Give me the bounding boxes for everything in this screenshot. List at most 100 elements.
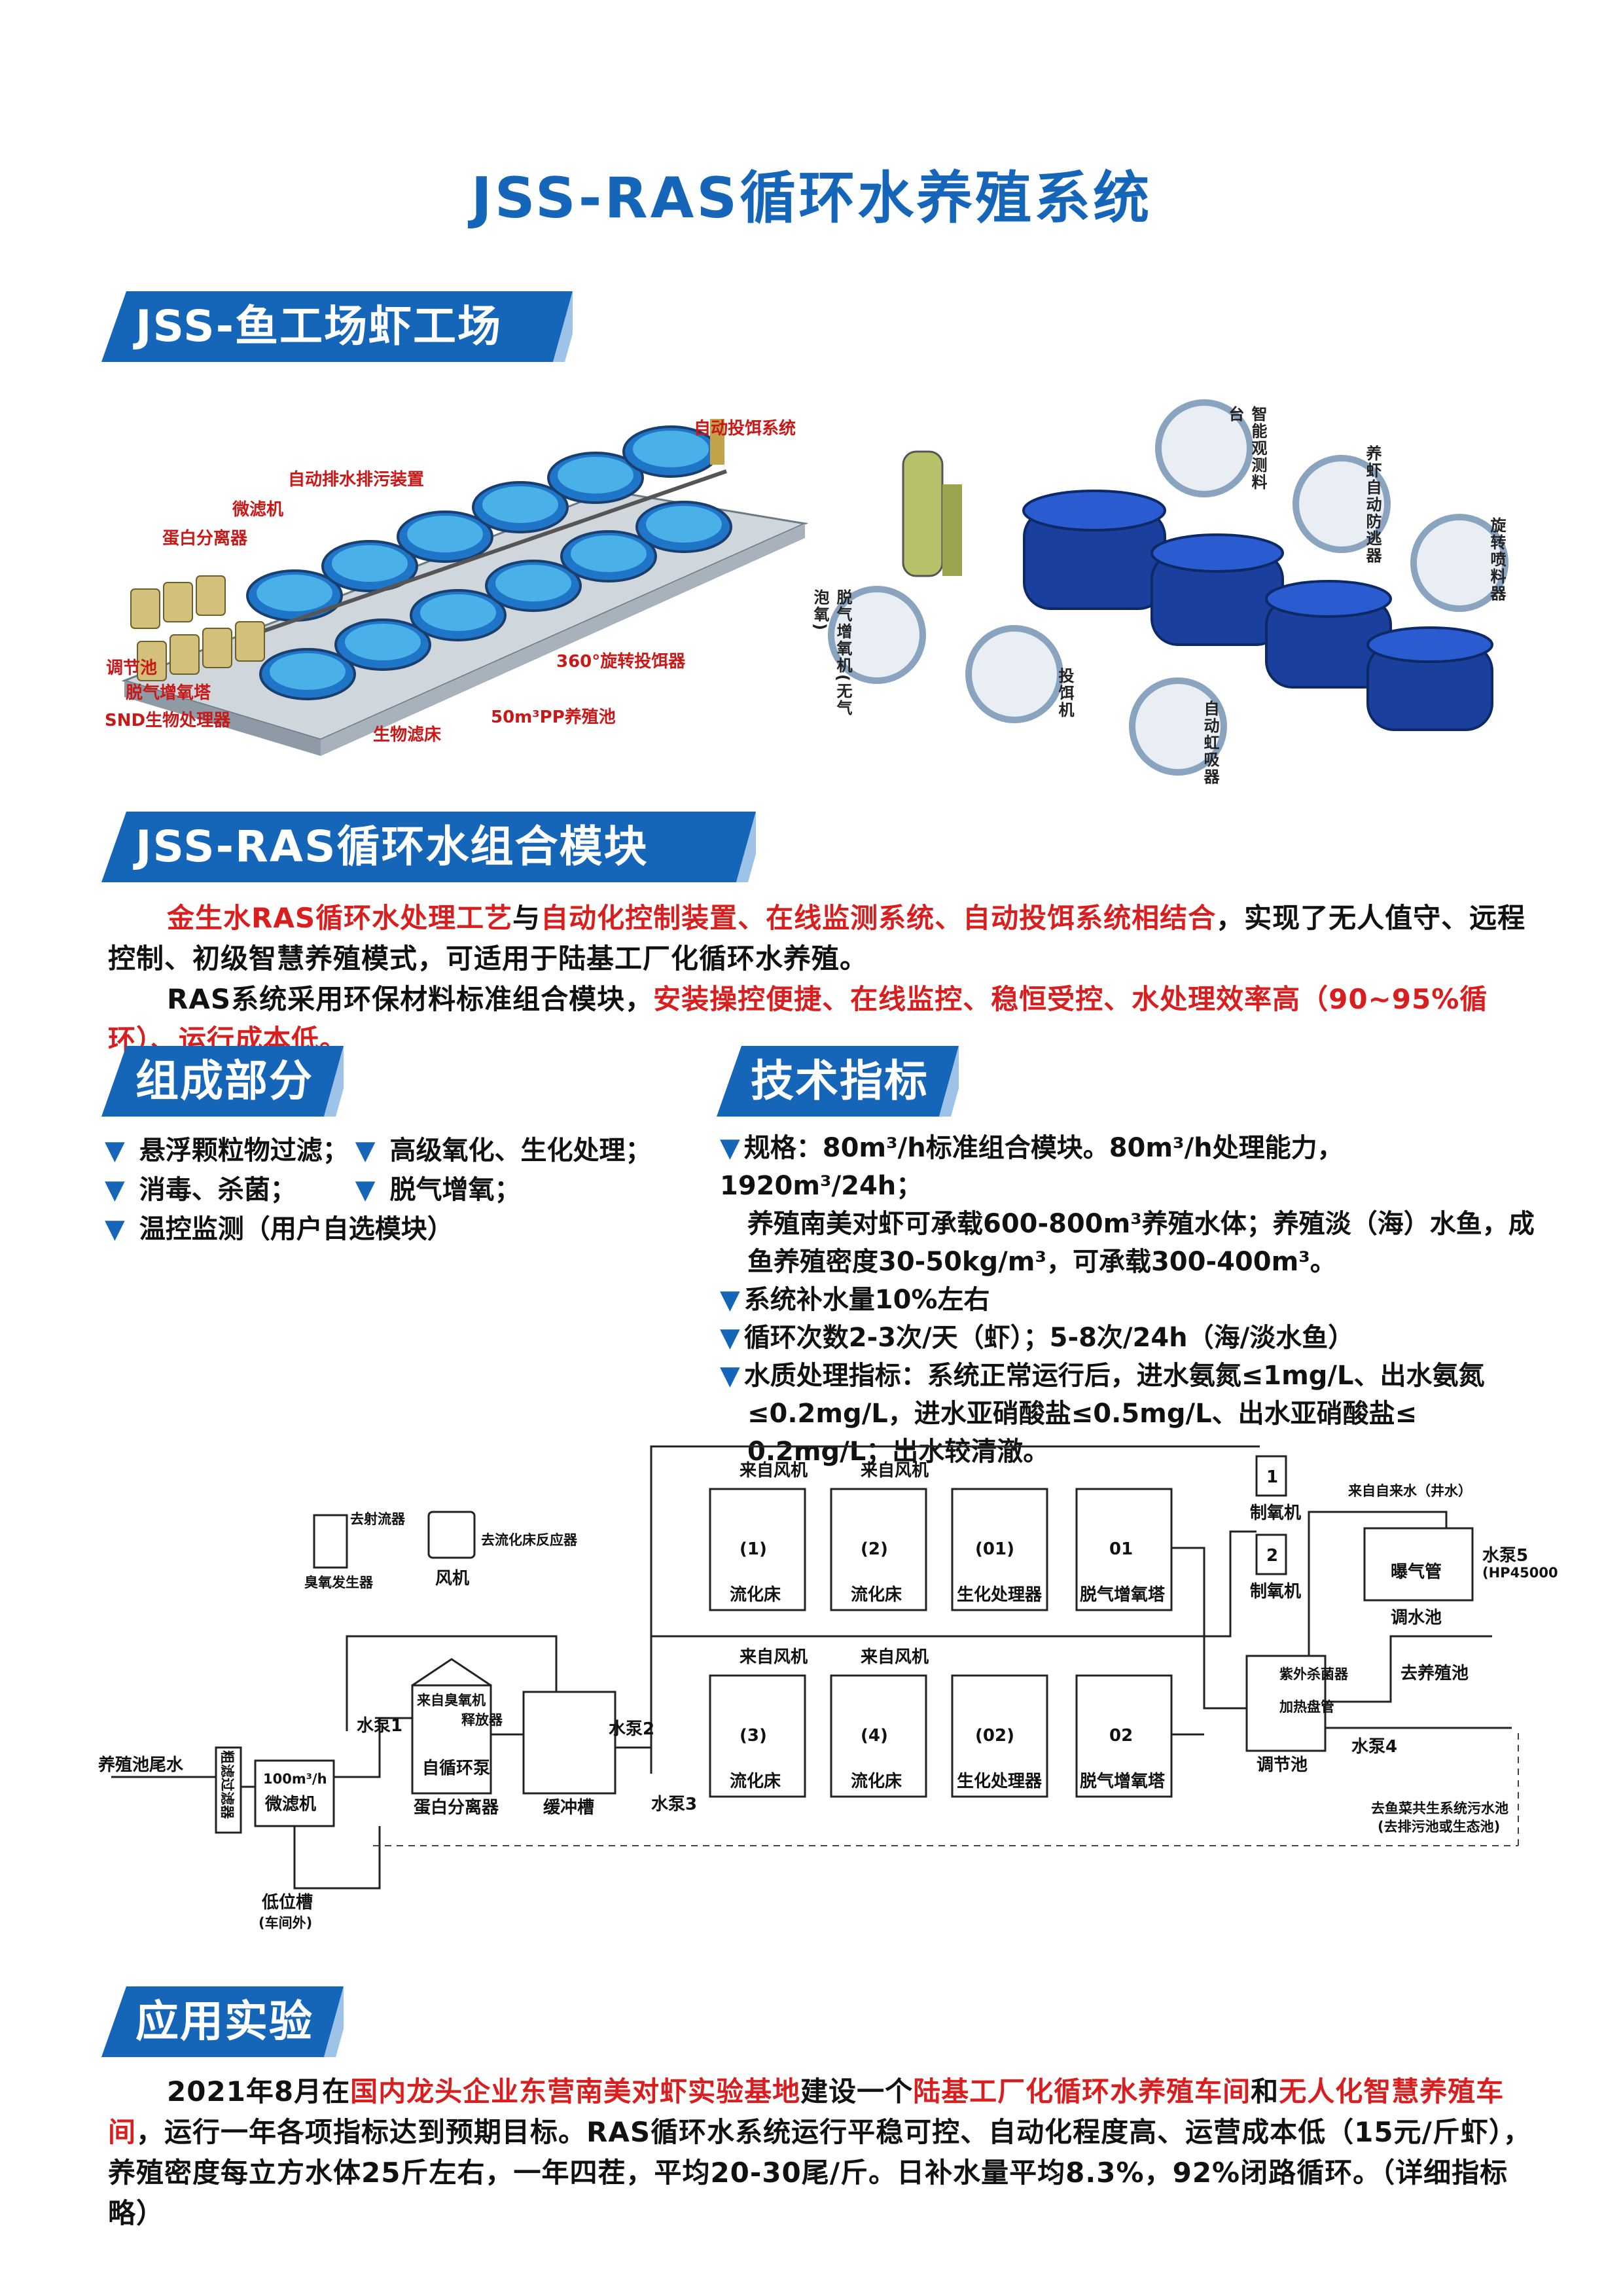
list-item: ▼消毒、杀菌；▼脱气增氧；: [105, 1175, 521, 1205]
label-bio-bed: 生物滤床: [373, 725, 442, 745]
label-n1: 1: [1266, 1467, 1278, 1487]
intro-paragraph-1: 金生水RAS循环水处理工艺与自动化控制装置、在线监测系统、自动投饵系统相结合，实…: [108, 898, 1535, 979]
list-item: ▼悬浮颗粒物过滤；▼高级氧化、生化处理；: [105, 1136, 652, 1166]
app-text: 2021年8月在: [167, 2075, 351, 2108]
label-snd: SND生物处理器: [105, 711, 231, 730]
section-title: JSS-鱼工场虾工场: [135, 301, 503, 351]
banner-shape: [101, 1986, 344, 2057]
label-pump3: 水泵3: [651, 1795, 697, 1814]
list-item: ▼温控监测（用户自选模块）: [105, 1214, 454, 1244]
label-pump2: 水泵2: [609, 1719, 654, 1739]
label-uv: 紫外杀菌器: [1279, 1666, 1349, 1682]
farm-graphic: [121, 419, 809, 756]
app-text: ，运行一年各项指标达到预期目标。RAS循环水系统运行平稳可控、自动化程度高、运营…: [108, 2116, 1531, 2229]
box-prefilter: [215, 1746, 242, 1834]
label-pump4: 水泵4: [1351, 1737, 1397, 1757]
box-degas-02: [1075, 1674, 1173, 1798]
label-box: (1): [740, 1539, 767, 1559]
intro-text: ，实现了无人值守、远程控制、初级智慧养殖模式，可适用于陆基工厂化循环水养殖。: [108, 902, 1526, 975]
label-feeding-system: 自动投饵系统: [694, 419, 796, 439]
label-from-fan: 来自风机: [740, 1647, 808, 1667]
module-illustration: 脱气增氧机(无气泡氧) 投饵机 智能观测料台 养虾自动防逃器 旋转喷料器 自动虹…: [785, 393, 1525, 798]
label-from-fan: 来自风机: [861, 1460, 929, 1480]
label-o2-gen: 制氧机: [1250, 1503, 1301, 1523]
box-buffer: [522, 1691, 616, 1795]
box-fan: [427, 1511, 476, 1559]
app-highlight: 无人化智慧养殖车间: [108, 2075, 1505, 2148]
label-box: 01: [1109, 1539, 1133, 1559]
label-pool: 50m³PP养殖池: [491, 708, 616, 727]
label-bio-proc: 生化处理器: [957, 1772, 1043, 1791]
banner-shape: [101, 291, 573, 362]
banner-shape: [101, 1046, 344, 1117]
label-from-fan: 来自风机: [861, 1647, 929, 1667]
label-o2-gen: 制氧机: [1250, 1582, 1301, 1602]
fish-farm-illustration: 自动投饵系统 自动排水排污装置 微滤机 蛋白分离器 调节池 脱气增氧塔 SND生…: [98, 399, 825, 772]
label-fluid-bed: 流化床: [730, 1585, 781, 1605]
label-bio-proc: 生化处理器: [957, 1585, 1043, 1605]
box-reg-pool: [1363, 1527, 1474, 1602]
banner-shape: [717, 1046, 959, 1117]
app-text: 和: [1251, 2075, 1279, 2108]
app-highlight: 陆基工厂化循环水养殖车间: [913, 2075, 1251, 2108]
box-bio-01: [951, 1488, 1048, 1611]
label-spray: 旋转喷料器: [1488, 517, 1506, 602]
list-item: 0.2mg/L；出水较清澈。: [747, 1437, 1050, 1467]
section-title: 应用实验: [135, 1996, 313, 2047]
process-flow-diagram: 来自风机 来自风机 来自风机 来自风机 (1) (2) (01) 01 (3) …: [98, 1445, 1558, 1931]
label-ozone-in: 来自臭氧机: [417, 1693, 486, 1708]
box-microfilter: [254, 1759, 335, 1827]
label-to-pool: 去养殖池: [1400, 1663, 1469, 1683]
list-item: 鱼养殖密度30-50kg/m³，可承载300-400m³。: [747, 1247, 1336, 1277]
label-ozone-out: 去射流器: [350, 1511, 406, 1527]
section-title: 组成部分: [135, 1056, 313, 1106]
box-fluid-bed-3: [709, 1674, 806, 1798]
label-escape: 养虾自动防逃器: [1363, 445, 1382, 564]
section-title: 技术指标: [751, 1056, 929, 1106]
protein-top: [412, 1658, 491, 1687]
section-title: JSS-RAS循环水组合模块: [135, 821, 649, 872]
label-box: (3): [740, 1726, 767, 1746]
label-micro-cap: 100m³/h: [263, 1771, 327, 1787]
label-microfilter: 微滤机: [232, 500, 284, 520]
label-ozone-gen: 臭氧发生器: [304, 1575, 374, 1590]
label-fluid-bed: 流化床: [851, 1585, 902, 1605]
label-protein: 蛋白分离器: [414, 1797, 499, 1818]
label-protein: 蛋白分离器: [162, 529, 248, 548]
label-fan: 风机: [435, 1569, 469, 1588]
section-banner-application: 应用实验: [101, 1986, 344, 2057]
box-fluid-bed-2: [830, 1488, 927, 1611]
app-highlight: 国内龙头企业东营南美对虾实验基地: [350, 2075, 801, 2108]
label-micro: 微滤机: [264, 1794, 316, 1814]
label-release: 释放器: [461, 1712, 503, 1728]
box-o2-gen-2: [1255, 1534, 1287, 1575]
components-list: ▼悬浮颗粒物过滤；▼高级氧化、生化处理； ▼消毒、杀菌；▼脱气增氧； ▼温控监测…: [105, 1131, 694, 1249]
specs-list: ▼规格：80m³/h标准组合模块。80m³/h处理能力，1920m³/24h； …: [720, 1129, 1544, 1471]
label-buffer: 缓冲槽: [543, 1797, 594, 1818]
intro-highlight: 自动化控制装置、在线监测系统、自动投饵系统相结合: [541, 902, 1217, 934]
label-fluid-bed: 流化床: [851, 1771, 902, 1791]
section-banner-ras-module: JSS-RAS循环水组合模块: [101, 812, 756, 882]
label-degas-tower: 脱气增氧塔: [1080, 1585, 1166, 1605]
label-box: 02: [1109, 1726, 1133, 1746]
label-fan-out: 去流化床反应器: [481, 1532, 578, 1548]
label-waste1: 去鱼菜共生系统污水池: [1371, 1801, 1508, 1816]
list-item: ▼规格：80m³/h标准组合模块。80m³/h处理能力，1920m³/24h；: [720, 1133, 1344, 1201]
label-box: (02): [975, 1726, 1014, 1746]
module-graphic: [828, 399, 1508, 776]
box-fluid-bed-4: [830, 1674, 927, 1798]
label-prefilter: 粗滤过滤器: [219, 1750, 235, 1820]
label-heater: 加热盘管: [1279, 1699, 1334, 1715]
section-banner-components: 组成部分: [101, 1046, 344, 1117]
label-tap: 来自自来水（井水）: [1348, 1483, 1472, 1499]
label-tail: 养殖池尾水: [98, 1755, 184, 1775]
label-feeder360: 360°旋转投饵器: [556, 652, 686, 672]
label-reg-pool: 调水池: [1391, 1608, 1442, 1628]
label-drain: 自动排水排污装置: [288, 470, 425, 490]
label-degas-tower: 脱气增氧塔: [1080, 1771, 1166, 1791]
banner-shape: [101, 812, 756, 882]
label-degas-o2: 脱气增氧机(无气泡氧): [811, 589, 852, 717]
box-ozone: [313, 1514, 348, 1569]
box-fluid-bed-1: [709, 1488, 806, 1611]
label-pump5-model: (HP45000): [1482, 1565, 1558, 1581]
